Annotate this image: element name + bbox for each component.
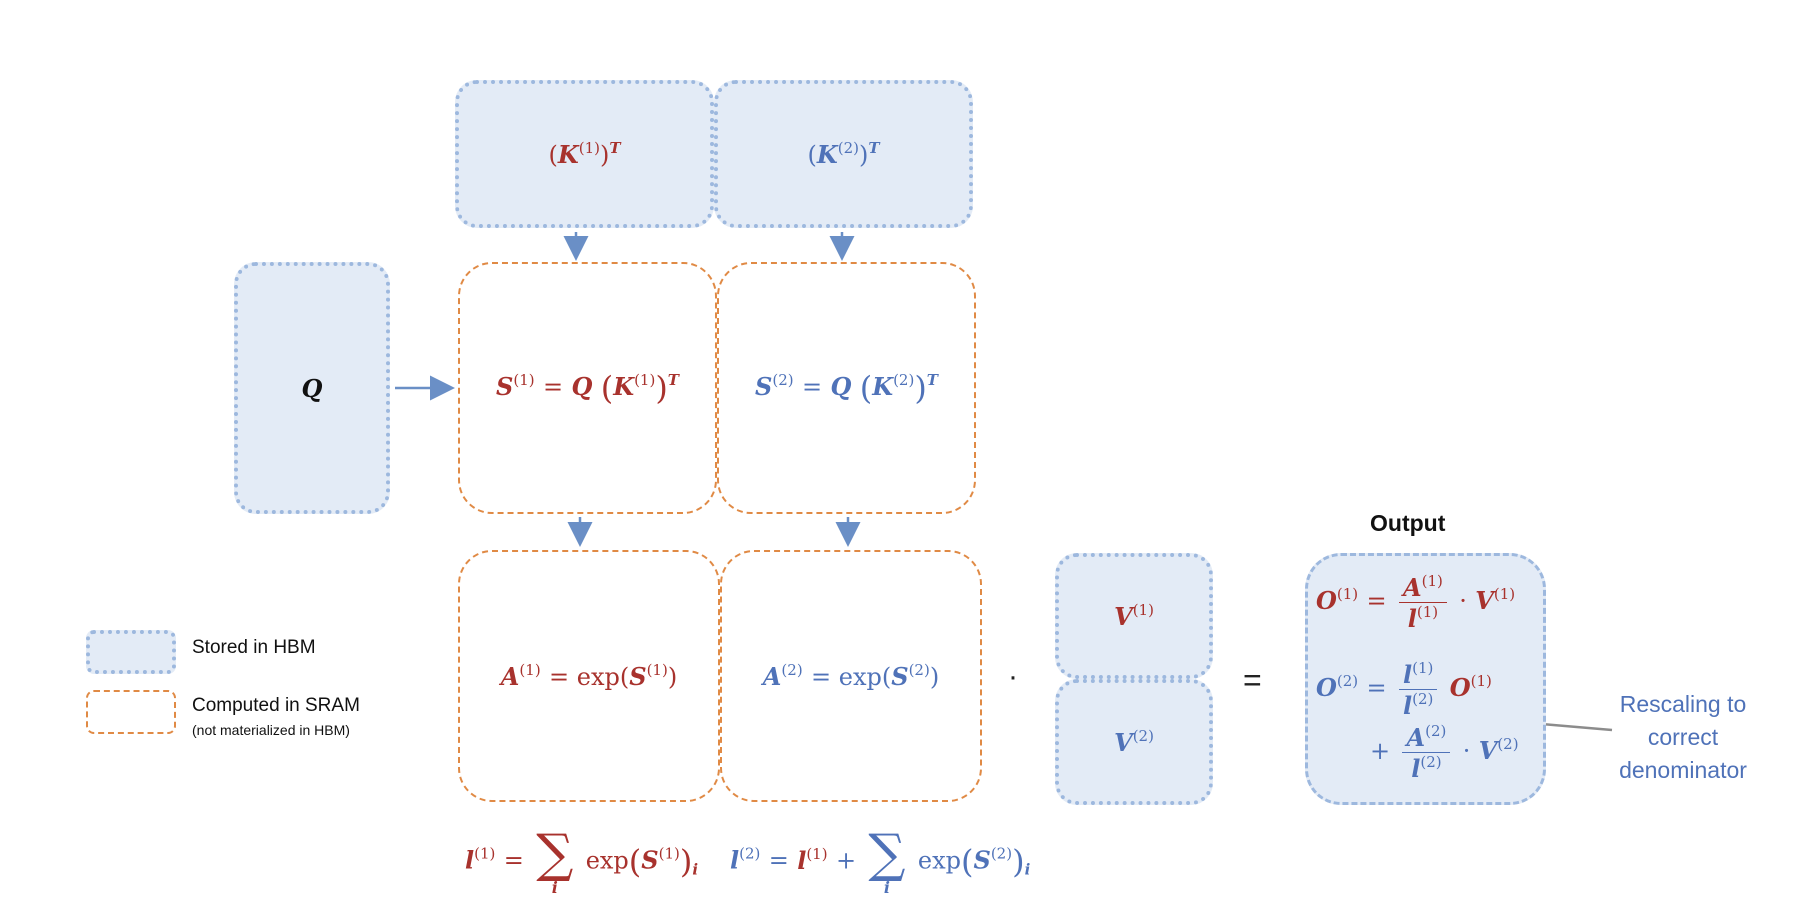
rescaling-annotation: Rescaling to correct denominator xyxy=(1598,688,1768,787)
legend-hbm-swatch xyxy=(86,630,176,674)
k1-transpose-block: (K(1))T xyxy=(455,80,714,228)
s1-block: S(1) = Q (K(1))T xyxy=(458,262,717,514)
a2-block: A(2) = exp(S(2)) xyxy=(720,550,982,802)
l2-equation: l(2) = l(1) + ∑i exp(S(2))i xyxy=(730,824,1031,897)
s2-block: S(2) = Q (K(2))T xyxy=(717,262,976,514)
k2-transpose-label: (K(2))T xyxy=(807,139,880,169)
v2-label: V(2) xyxy=(1114,727,1154,757)
a1-equation: A(1) = exp(S(1)) xyxy=(500,661,678,691)
k2-transpose-block: (K(2))T xyxy=(714,80,973,228)
legend-sram-note: (not materialized in HBM) xyxy=(192,722,350,738)
k1-transpose-label: (K(1))T xyxy=(548,139,621,169)
q-block: Q xyxy=(234,262,390,514)
v1-block: V(1) xyxy=(1055,553,1213,679)
l1-equation: l(1) = ∑i exp(S(1))i xyxy=(465,824,699,897)
v1-label: V(1) xyxy=(1114,601,1154,631)
o2-equation-line2: + A(2)l(2) · V(2) xyxy=(1370,722,1519,784)
o1-equation: O(1) = A(1)l(1) · V(1) xyxy=(1316,572,1516,634)
a2-equation: A(2) = exp(S(2)) xyxy=(762,661,940,691)
s2-equation: S(2) = Q (K(2))T xyxy=(755,369,938,407)
a1-block: A(1) = exp(S(1)) xyxy=(458,550,720,802)
legend-hbm-label: Stored in HBM xyxy=(192,637,316,658)
s1-equation: S(1) = Q (K(1))T xyxy=(496,369,679,407)
dot-operator: · xyxy=(1008,660,1018,693)
annotation-line-2: correct xyxy=(1647,724,1719,750)
annotation-line-3: denominator xyxy=(1619,757,1747,783)
annotation-line-1: Rescaling to xyxy=(1619,691,1747,717)
legend-sram-swatch xyxy=(86,690,176,734)
v2-block: V(2) xyxy=(1055,679,1213,805)
output-title: Output xyxy=(1370,510,1446,536)
equals-operator: = xyxy=(1243,662,1262,698)
output-block: O(1) = A(1)l(1) · V(1) O(2) = l(1)l(2) O… xyxy=(1305,553,1546,805)
legend-sram-label: Computed in SRAM xyxy=(192,695,360,716)
q-label: Q xyxy=(301,373,323,403)
o2-equation-line1: O(2) = l(1)l(2) O(1) xyxy=(1316,659,1492,721)
